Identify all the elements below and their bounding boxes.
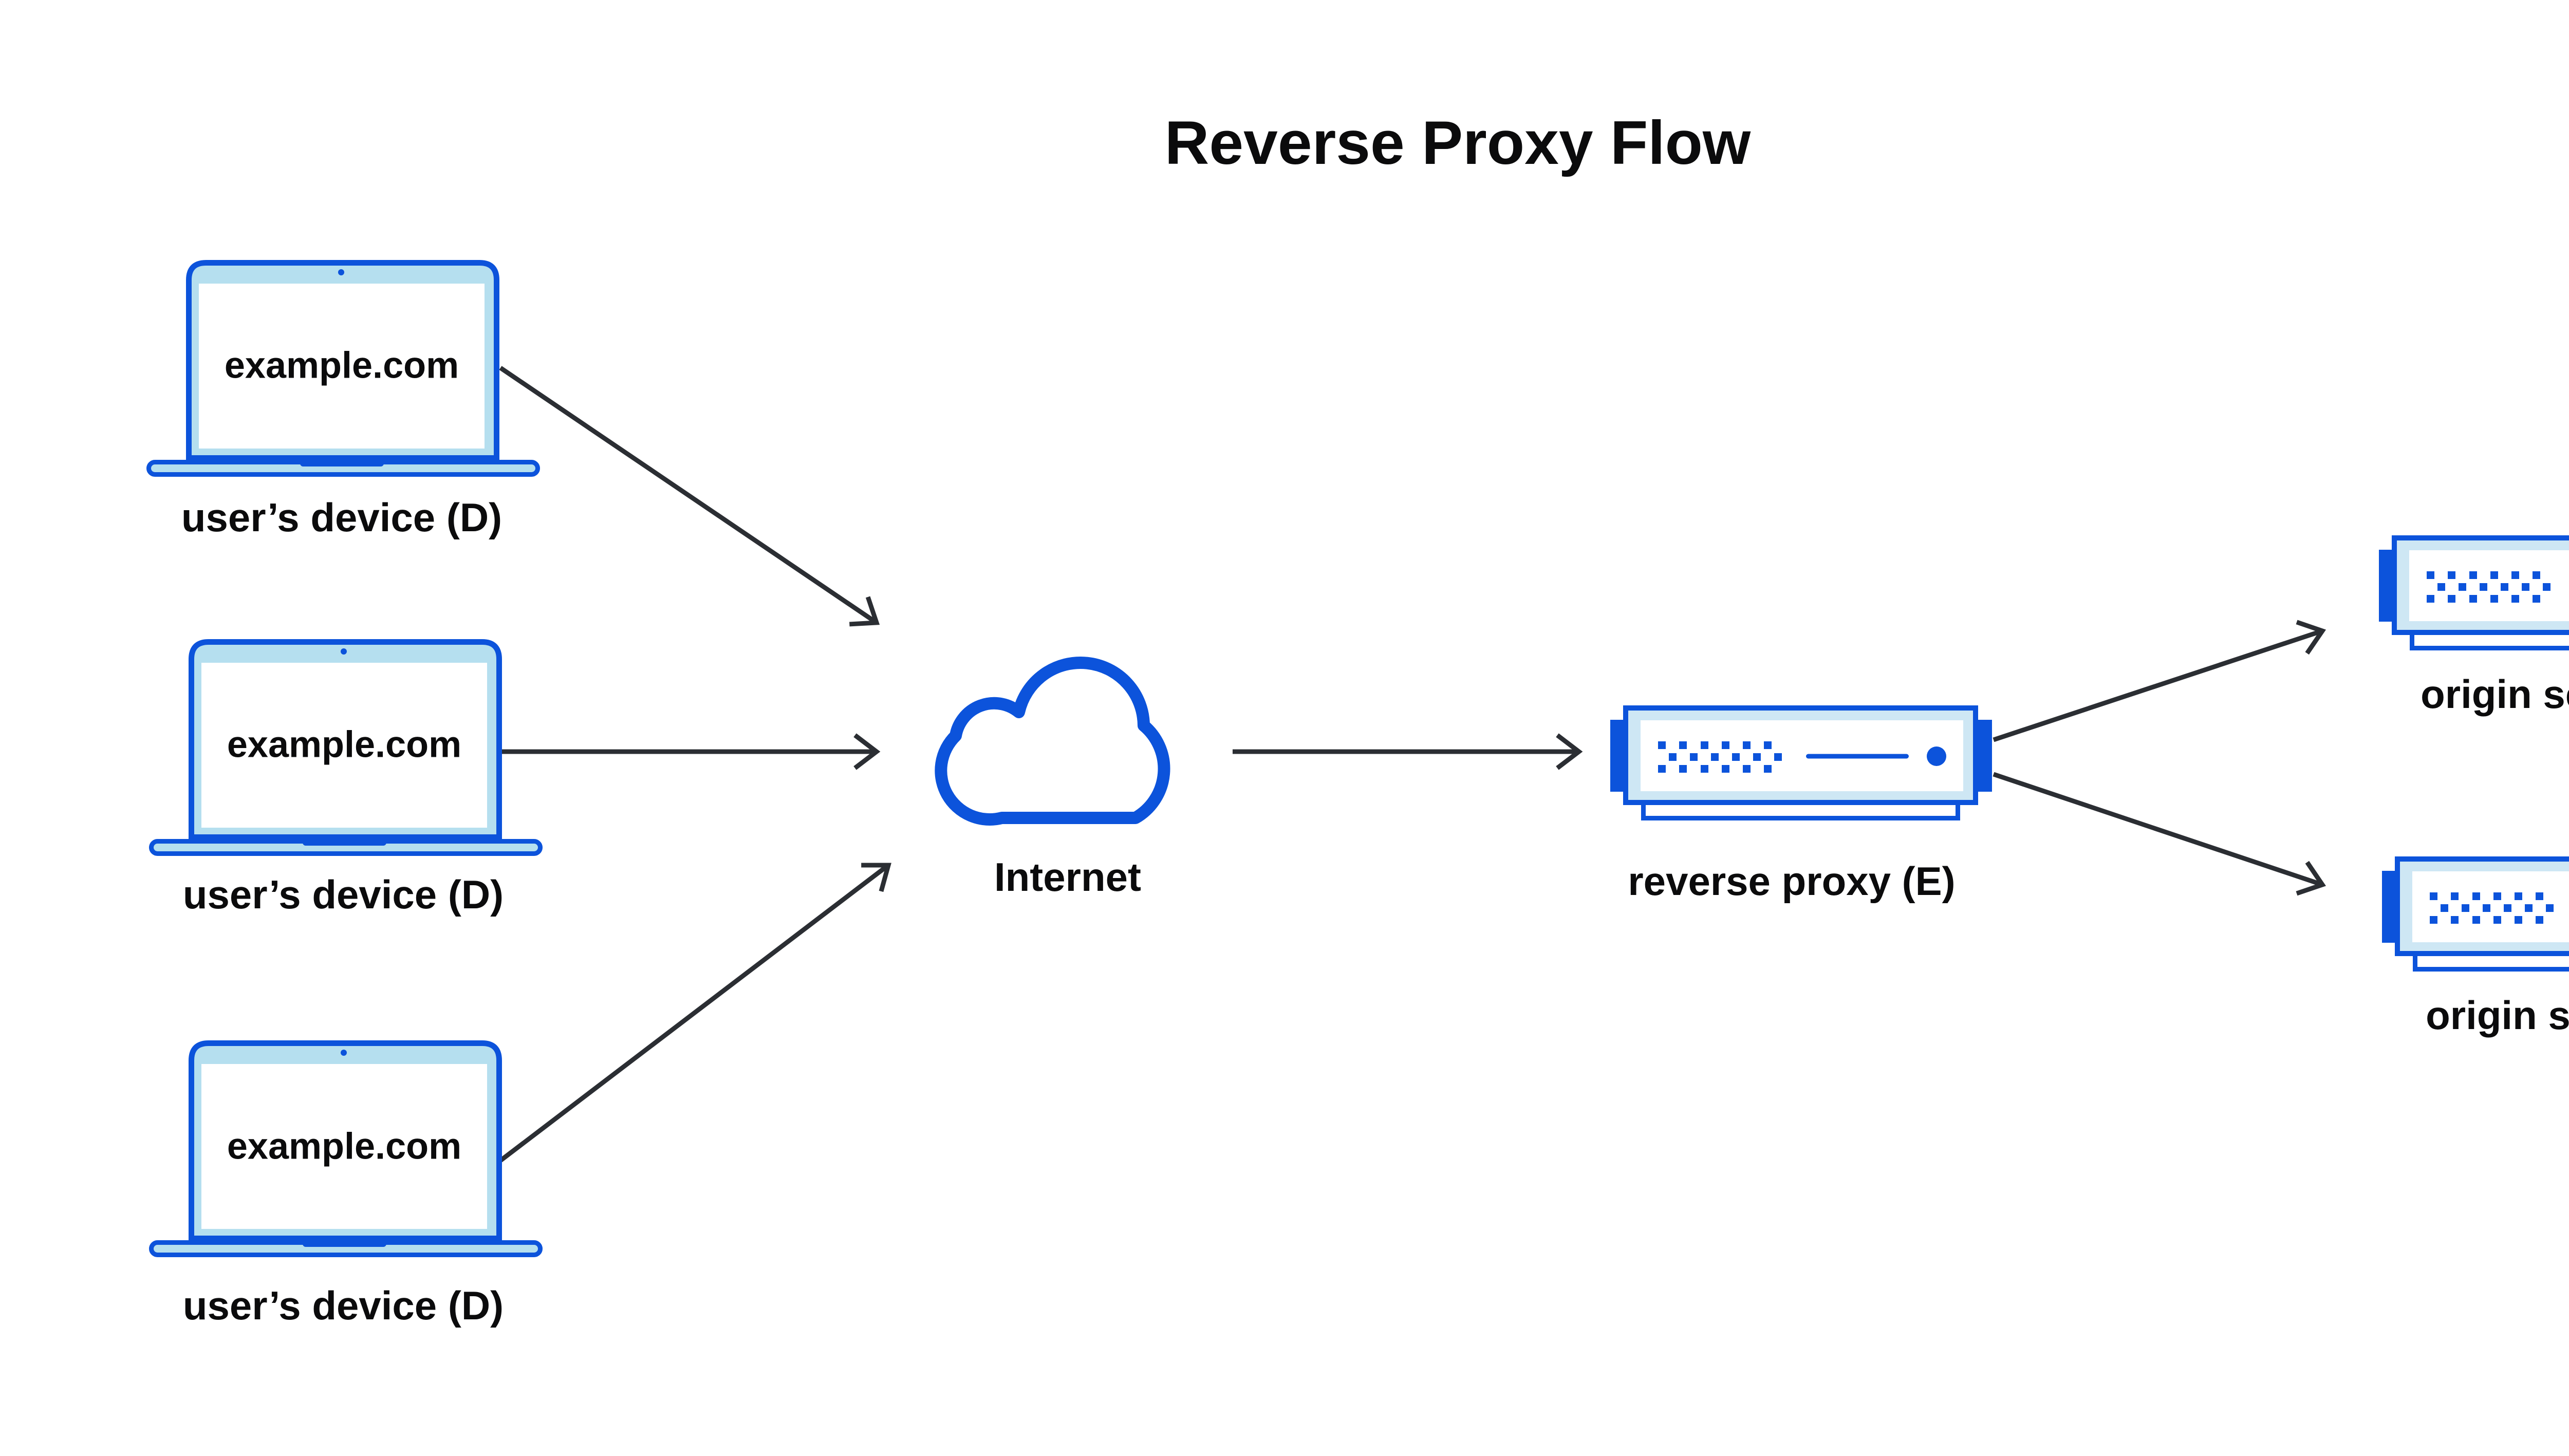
internet-cloud-icon [935,656,1170,826]
arrow-device1-to-internet [499,366,880,627]
arrow-device3-to-internet [497,863,891,1164]
device1-screen-url: example.com [224,345,459,386]
server-icon-origin2 [2382,859,2569,969]
device3-label: user’s device (D) [182,1283,504,1329]
arrow-proxy-to-origin1 [1993,620,2326,742]
origin-server1-label: origin server (F) [2421,671,2569,717]
device3-screen-url: example.com [227,1126,462,1167]
device2-screen-url: example.com [227,724,462,766]
server-icon-reverse-proxy [1610,708,1992,818]
device1-label: user’s device (D) [181,495,502,540]
flow-arrows [497,366,2326,1164]
page-title: Reverse Proxy Flow [1164,108,1751,177]
reverse-proxy-label: reverse proxy (E) [1628,858,1956,904]
internet-label: Internet [994,854,1142,900]
device2-label: user’s device (D) [182,872,504,918]
arrow-proxy-to-origin2 [1993,772,2326,896]
server-icon-origin1 [2379,538,2569,648]
origin-server2-label: origin server (F) [2426,993,2569,1038]
